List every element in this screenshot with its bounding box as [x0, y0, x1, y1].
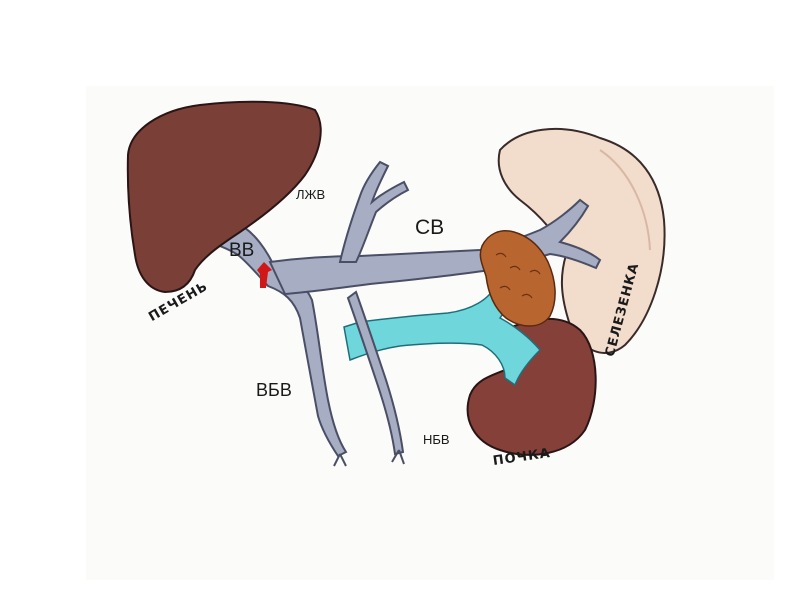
label-portal-vein: ВВ [229, 241, 254, 260]
label-superior-mesenteric-vein: ВБВ [256, 381, 292, 399]
label-inferior-mesenteric-vein: НБВ [423, 433, 450, 446]
label-splenic-vein: СВ [415, 217, 444, 238]
label-left-gastric-vein: ЛЖВ [296, 188, 325, 201]
